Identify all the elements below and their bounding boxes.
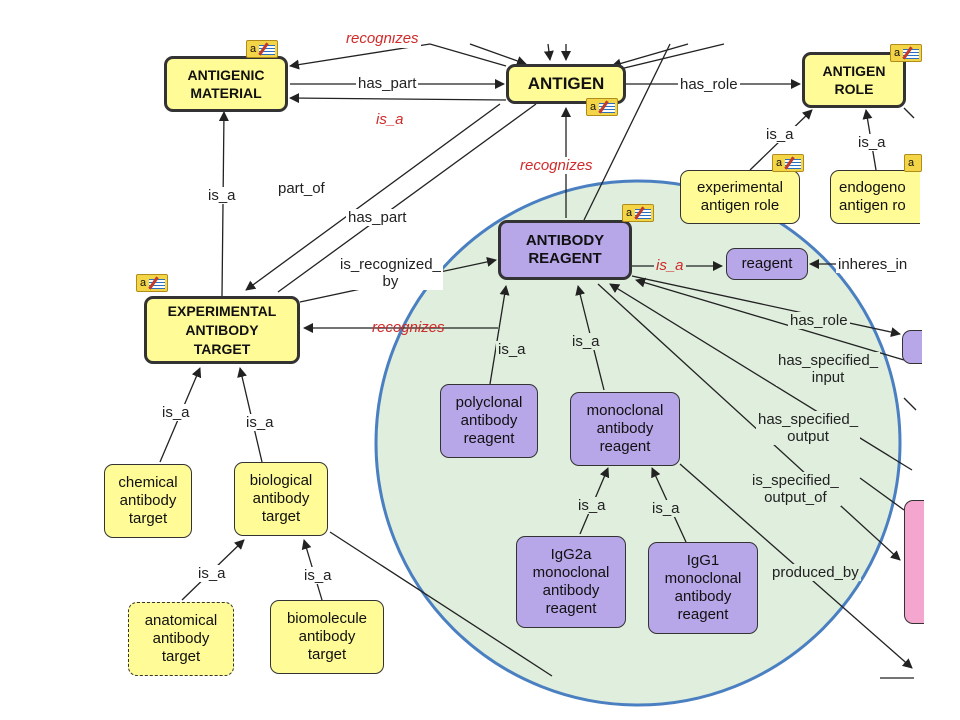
node-experimental-antibody-target[interactable]: EXPERIMENTAL ANTIBODY TARGET	[144, 296, 300, 364]
link-label-is-a-biological: is_a	[244, 414, 276, 431]
link-label-is-recognized-by: is_recognized_ by	[338, 256, 443, 290]
annotation-note-icon[interactable]: a	[586, 98, 618, 116]
annotation-note-icon[interactable]: a	[246, 40, 278, 58]
annotation-note-icon[interactable]: a	[136, 274, 168, 292]
edge-input-right	[903, 397, 917, 411]
node-partial-pink-right[interactable]	[904, 500, 924, 624]
link-label-part-of: part_of	[276, 180, 327, 197]
edge-part-of	[245, 103, 501, 291]
edge-is-a-material	[218, 111, 229, 297]
link-label-is-a-polyclonal: is_a	[496, 341, 528, 358]
link-label-is-a-biomolecule: is_a	[302, 567, 334, 584]
link-label-is-a-reagent: is_a	[654, 257, 686, 274]
edge-is-a-polyclonal	[489, 285, 510, 385]
link-label-recognizes-top: recognizes	[344, 34, 421, 48]
link-label-is-a-anatomical: is_a	[196, 565, 228, 582]
link-label-is-a-igg1: is_a	[650, 500, 682, 517]
link-label-is-specified-output-of: is_specified_ output_of	[750, 472, 841, 506]
edge-is-specified-output-of	[597, 283, 901, 561]
link-label-is-a-endo-role: is_a	[856, 134, 888, 151]
edge-has-role-2	[631, 275, 901, 337]
node-antigen[interactable]: ANTIGEN	[506, 64, 626, 104]
link-label-inheres-in: inheres_in	[836, 256, 920, 273]
link-label-is-a-chemical: is_a	[160, 404, 192, 421]
annotation-note-icon[interactable]: a	[904, 154, 922, 172]
node-anatomical-antibody-target[interactable]: anatomical antibody target	[128, 602, 234, 676]
edge-long-top	[583, 43, 671, 221]
link-label-recognizes-left: recognizes	[372, 319, 445, 336]
link-label-has-role: has_role	[678, 76, 740, 93]
link-label-is-a-exp-role: is_a	[764, 126, 796, 143]
annotation-note-icon[interactable]: a	[772, 154, 804, 172]
node-igg2a-reagent[interactable]: IgG2a monoclonal antibody reagent	[516, 536, 626, 628]
node-chemical-antibody-target[interactable]: chemical antibody target	[104, 464, 192, 538]
link-label-is-a-igg2a: is_a	[576, 497, 608, 514]
edge-is-a-top	[289, 93, 507, 104]
node-monoclonal-antibody-reagent[interactable]: monoclonal antibody reagent	[570, 392, 680, 466]
edge-role-right	[903, 107, 915, 119]
node-biomolecule-antibody-target[interactable]: biomolecule antibody target	[270, 600, 384, 674]
link-label-is-a-material: is_a	[206, 187, 238, 204]
edge-recognizes-top	[289, 43, 507, 70]
edge-has-specified-output	[609, 283, 913, 471]
node-polyclonal-antibody-reagent[interactable]: polyclonal antibody reagent	[440, 384, 538, 458]
node-reagent[interactable]: reagent	[726, 248, 808, 280]
link-label-has-part-top: has_part	[356, 75, 419, 92]
annotation-note-icon[interactable]: a	[622, 204, 654, 222]
edge-top-1	[469, 43, 527, 66]
link-label-recognizes-mid: recognizes	[518, 157, 595, 174]
node-endogenous-antigen-role[interactable]: endogeno antigen ro	[830, 170, 920, 224]
node-experimental-antigen-role[interactable]: experimental antigen role	[680, 170, 800, 224]
node-partial-purple-right[interactable]	[902, 330, 922, 364]
edge-top-2	[543, 43, 554, 61]
edge-pink	[859, 477, 905, 511]
link-label-has-part-mid: has_part	[346, 209, 409, 226]
edge-top-5	[615, 43, 725, 71]
link-label-has-specified-input: has_specified_ input	[776, 352, 881, 386]
edge-has-part-mid	[277, 103, 537, 293]
edge-biological-down	[329, 531, 553, 677]
link-lines	[159, 43, 917, 679]
node-antigen-role[interactable]: ANTIGEN ROLE	[802, 52, 906, 108]
node-biological-antibody-target[interactable]: biological antibody target	[234, 462, 328, 536]
link-label-has-role-2: has_role	[788, 312, 850, 329]
edge-top-4	[611, 43, 689, 69]
edge-has-specified-input	[635, 277, 905, 361]
annotation-note-icon[interactable]: a	[890, 44, 922, 62]
node-igg1-reagent[interactable]: IgG1 monoclonal antibody reagent	[648, 542, 758, 634]
node-antigenic-material[interactable]: ANTIGENIC MATERIAL	[164, 56, 288, 112]
link-label-produced-by: produced_by	[770, 564, 861, 581]
link-label-is-a-monoclonal: is_a	[570, 333, 602, 350]
link-label-is-a-top: is_a	[374, 111, 406, 128]
node-antibody-reagent[interactable]: ANTIBODY REAGENT	[498, 220, 632, 280]
link-label-has-specified-output: has_specified_ output	[756, 411, 861, 445]
